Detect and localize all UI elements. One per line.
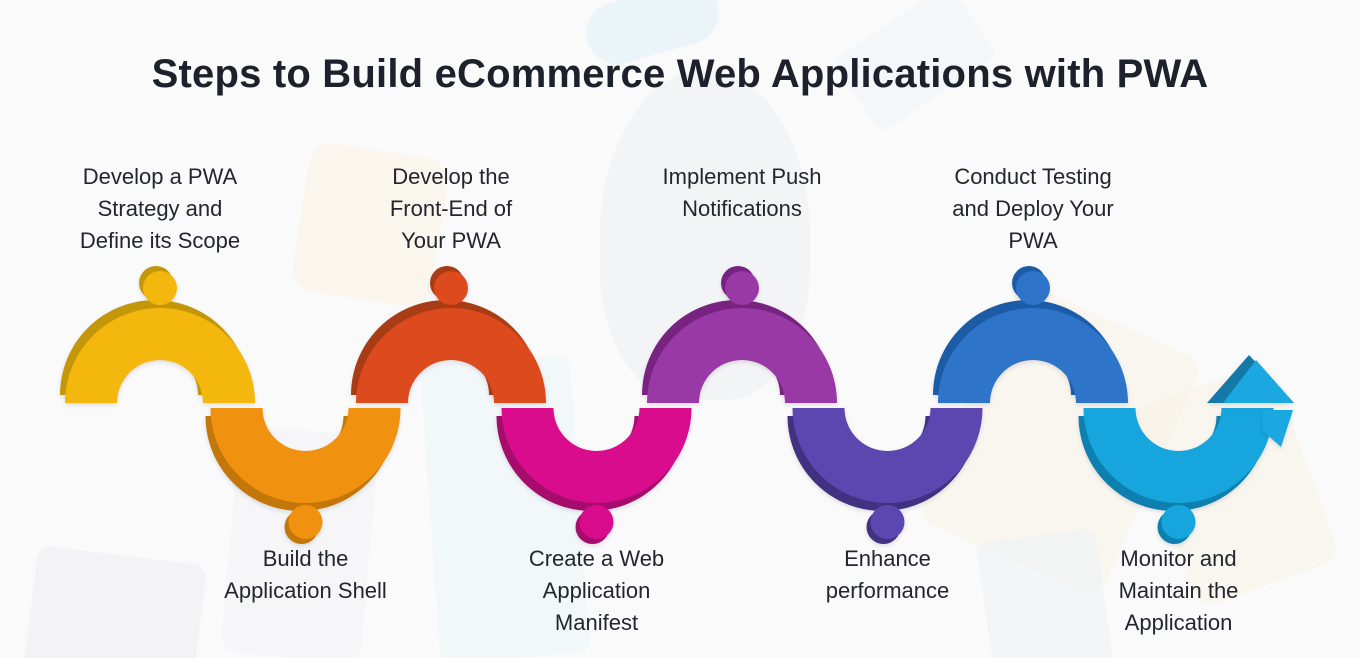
step-label-5: Implement Push Notifications xyxy=(662,164,822,221)
step-label-1: Develop a PWA Strategy and Define its Sc… xyxy=(79,164,241,253)
step-arc-5 xyxy=(642,266,837,403)
step-dot xyxy=(143,271,177,305)
step-dot xyxy=(870,505,905,539)
arrow-flare xyxy=(1262,410,1293,447)
arc-main xyxy=(210,408,401,503)
arc-main xyxy=(647,308,837,403)
step-arc-2 xyxy=(205,408,401,544)
step-label-4: Create a Web Application Manifest xyxy=(528,546,665,635)
arc-main xyxy=(356,308,546,403)
step-label-2: Build the Application Shell xyxy=(224,546,387,603)
step-dot xyxy=(725,271,759,305)
step-arc-4 xyxy=(496,408,692,544)
step-dot xyxy=(288,505,323,539)
page-title: Steps to Build eCommerce Web Application… xyxy=(151,52,1209,96)
step-dot xyxy=(434,271,468,305)
arrow-head xyxy=(1207,355,1294,447)
step-label-7: Conduct Testing and Deploy Your PWA xyxy=(952,164,1114,253)
step-arc-8 xyxy=(1078,408,1274,544)
arrow-main xyxy=(1223,360,1294,403)
step-arc-6 xyxy=(787,408,983,544)
step-dot xyxy=(579,505,614,539)
step-dot xyxy=(1016,271,1050,305)
step-arc-7 xyxy=(933,266,1128,403)
arc-main xyxy=(792,408,983,503)
arc-main xyxy=(501,408,692,503)
step-arc-3 xyxy=(351,266,546,403)
arc-main xyxy=(1083,408,1274,503)
step-label-8: Monitor and Maintain the Application xyxy=(1118,546,1239,635)
arc-main xyxy=(65,308,255,403)
arc-main xyxy=(938,308,1128,403)
step-label-3: Develop the Front-End of Your PWA xyxy=(389,164,513,253)
step-dot xyxy=(1161,505,1196,539)
step-label-6: Enhance performance xyxy=(825,546,950,603)
step-arc-1 xyxy=(60,266,255,403)
